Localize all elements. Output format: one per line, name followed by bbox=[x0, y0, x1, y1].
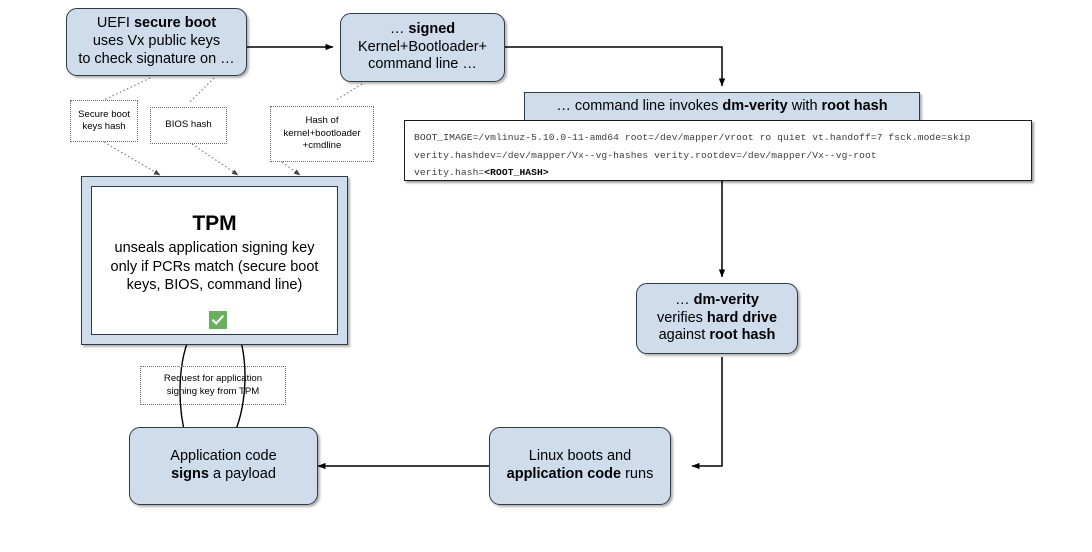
appsigns-line1: Application code bbox=[170, 448, 277, 465]
node-signed-text: … signed Kernel+Bootloader+ command line… bbox=[352, 21, 493, 74]
edge-dmverity-to-linux bbox=[691, 357, 723, 470]
banner-bold-roothash: root hash bbox=[821, 98, 888, 115]
signed-line2: Kernel+Bootloader+ bbox=[358, 38, 487, 55]
linux-line2-bold: application code bbox=[506, 466, 622, 482]
leader-securebootnote-to-tpm bbox=[103, 141, 161, 176]
node-application-signs[interactable]: Application code signs a payload bbox=[129, 427, 318, 505]
signed-line1-pre: … bbox=[389, 20, 409, 37]
signed-line1-bold: signed bbox=[408, 20, 456, 37]
code-root-hash-placeholder: <ROOT_HASH> bbox=[484, 167, 549, 179]
dmverity-line2-bold: hard drive bbox=[706, 309, 778, 326]
banner-pre: … command line invokes bbox=[556, 98, 723, 115]
dmverity-line1-pre: … bbox=[675, 291, 694, 308]
linux-line1: Linux boots and bbox=[528, 448, 632, 465]
leader-biosnote-to-tpm bbox=[191, 143, 239, 176]
node-commandline-banner[interactable]: … command line invokes dm-verity with ro… bbox=[524, 92, 920, 122]
note-secure-boot-keys-hash-text: Secure boot keys hash bbox=[75, 109, 133, 134]
note-request-for-signing-key: Request for application signing key from… bbox=[140, 366, 286, 405]
note3-line1: Hash of bbox=[305, 115, 339, 127]
dmverity-line3-pre: against bbox=[658, 327, 710, 344]
signed-line3: command line … bbox=[368, 56, 477, 73]
dmverity-line3-bold: root hash bbox=[709, 327, 776, 344]
check-icon bbox=[209, 311, 227, 329]
node-tpm-text: TPM unseals application signing key only… bbox=[82, 211, 347, 294]
note-kernel-hash-text: Hash of kernel+bootloader +cmdline bbox=[280, 115, 363, 152]
leader-kernelnote-to-tpm bbox=[281, 161, 301, 176]
note3-line2: kernel+bootloader bbox=[283, 127, 361, 139]
uefi-line3: to check signature on … bbox=[78, 50, 235, 67]
node-linux-boots[interactable]: Linux boots and application code runs bbox=[489, 427, 671, 505]
dmverity-line1-bold: dm-verity bbox=[693, 291, 759, 308]
uefi-line2: uses Vx public keys bbox=[92, 33, 221, 50]
appsigns-line2-bold: signs bbox=[171, 466, 209, 482]
node-linux-boots-text: Linux boots and application code runs bbox=[501, 448, 660, 483]
code-line3-pre: verity.hash= bbox=[414, 167, 485, 179]
kernel-commandline-code-block[interactable]: BOOT_IMAGE=/vmlinuz-5.10.0-11-amd64 root… bbox=[404, 120, 1032, 181]
tpm-line1: unseals application signing key bbox=[114, 240, 315, 257]
linux-line2-post: runs bbox=[621, 466, 654, 482]
node-tpm-device[interactable]: TPM unseals application signing key only… bbox=[81, 176, 348, 345]
banner-bold-dmverity: dm-verity bbox=[722, 98, 788, 115]
banner-mid: with bbox=[787, 98, 822, 115]
node-dm-verity-text: … dm-verity verifies hard drive against … bbox=[651, 292, 783, 345]
node-uefi-secure-boot[interactable]: UEFI secure boot uses Vx public keys to … bbox=[66, 8, 247, 76]
note4-line1: Request for application bbox=[163, 373, 263, 385]
note2-line1: BIOS hash bbox=[165, 119, 212, 131]
uefi-line1-pre: UEFI bbox=[96, 15, 134, 32]
node-application-signs-text: Application code signs a payload bbox=[164, 448, 282, 483]
note3-line3: +cmdline bbox=[302, 140, 342, 152]
note-bios-hash-text: BIOS hash bbox=[162, 119, 214, 131]
tpm-line3: keys, BIOS, command line) bbox=[126, 276, 303, 293]
leader-uefi-to-biosnote bbox=[189, 77, 215, 103]
note-bios-hash: BIOS hash bbox=[150, 107, 227, 144]
note1-line2: keys hash bbox=[82, 121, 126, 132]
note-kernel-bootloader-cmdline-hash: Hash of kernel+bootloader +cmdline bbox=[270, 106, 374, 162]
code-line-2: verity.hashdev=/dev/mapper/Vx--vg-hashes… bbox=[414, 149, 877, 161]
node-signed-kernel[interactable]: … signed Kernel+Bootloader+ command line… bbox=[340, 13, 505, 82]
leader-signed-to-kernelnote bbox=[335, 83, 363, 101]
code-line-3: verity.hash=<ROOT_HASH> bbox=[414, 164, 1022, 182]
tpm-title: TPM bbox=[192, 212, 237, 235]
node-uefi-text: UEFI secure boot uses Vx public keys to … bbox=[72, 15, 240, 68]
uefi-line1-bold: secure boot bbox=[133, 15, 217, 32]
edge-signed-to-cmdline bbox=[505, 46, 726, 87]
note1-line1: Secure boot bbox=[78, 108, 130, 120]
tpm-inner-frame bbox=[91, 186, 338, 335]
commandline-banner-text: … command line invokes dm-verity with ro… bbox=[556, 98, 887, 115]
note-secure-boot-keys-hash: Secure boot keys hash bbox=[70, 100, 138, 142]
dmverity-line2-pre: verifies bbox=[656, 309, 707, 326]
node-dm-verity[interactable]: … dm-verity verifies hard drive against … bbox=[636, 283, 798, 354]
note-request-key-text: Request for application signing key from… bbox=[161, 373, 265, 398]
appsigns-line2-post: a payload bbox=[208, 466, 276, 482]
code-line-1: BOOT_IMAGE=/vmlinuz-5.10.0-11-amd64 root… bbox=[414, 132, 971, 143]
leader-uefi-to-securebootnote bbox=[103, 77, 151, 101]
tpm-line2: only if PCRs match (secure boot bbox=[110, 258, 319, 275]
note4-line2: signing key from TPM bbox=[166, 385, 260, 397]
